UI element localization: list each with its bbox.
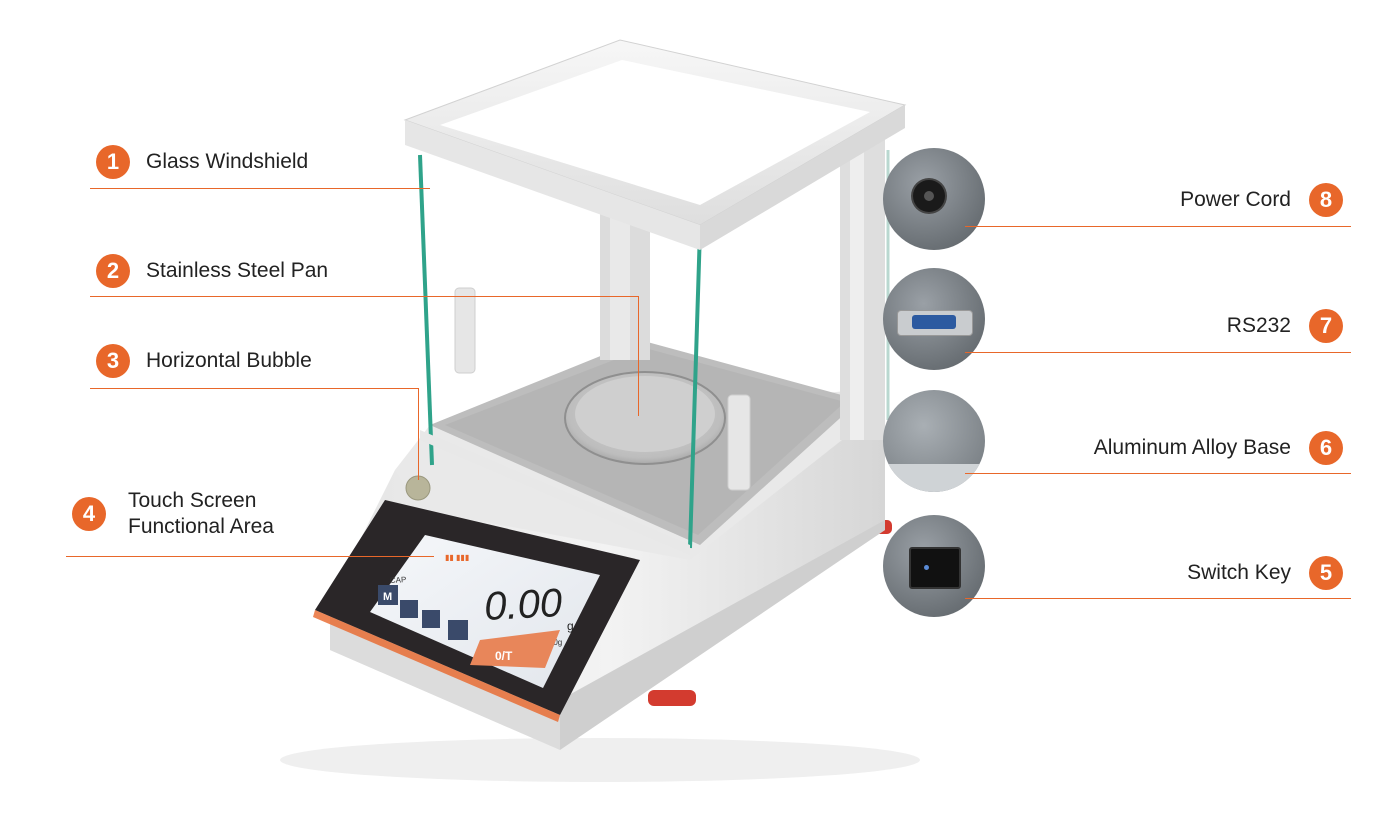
callout-label-line2: Functional Area (128, 515, 274, 539)
power-socket-icon (913, 180, 945, 212)
rocker-switch-icon (909, 547, 961, 589)
callout-label: Power Cord (1180, 187, 1291, 211)
callout-label: Stainless Steel Pan (146, 258, 329, 282)
callout-switch-key: Switch Key 5 (1187, 556, 1343, 590)
weight-reading: 0.00 (483, 581, 563, 629)
callout-number: 6 (1309, 431, 1343, 465)
foot (648, 690, 696, 706)
callout-rs232: RS232 7 (1227, 309, 1343, 343)
callout-label: Switch Key (1187, 560, 1291, 584)
callout-number: 3 (96, 344, 130, 378)
leader-line (90, 388, 418, 389)
leader-line (90, 188, 430, 189)
mode-key: M (383, 591, 392, 603)
leader-line (965, 352, 1351, 353)
callout-number: 4 (72, 497, 106, 532)
power-cord-thumbnail (883, 148, 985, 250)
db9-port-icon (897, 310, 973, 336)
aluminum-base-thumbnail (883, 390, 985, 492)
tare-key (470, 630, 560, 668)
callout-number: 5 (1309, 556, 1343, 590)
callout-glass-windshield: 1 Glass Windshield (96, 145, 308, 179)
cap-label: CAP (390, 575, 407, 585)
leader-line (965, 473, 1351, 474)
callout-label: Glass Windshield (146, 149, 309, 173)
svg-text:0/T: 0/T (495, 649, 513, 663)
callout-power-cord: Power Cord 8 (1180, 183, 1343, 217)
callout-horizontal-bubble: 3 Horizontal Bubble (96, 344, 312, 378)
leader-line (638, 296, 639, 416)
callout-aluminum-alloy-base: Aluminum Alloy Base 6 (1094, 431, 1343, 465)
callout-stainless-steel-pan: 2 Stainless Steel Pan (96, 254, 328, 288)
rs232-thumbnail (883, 268, 985, 370)
switch-key-thumbnail (883, 515, 985, 617)
callout-number: 1 (96, 145, 130, 179)
weight-unit: g (567, 619, 574, 633)
callout-label-line1: Touch Screen (128, 489, 257, 512)
leader-line (418, 388, 419, 480)
callout-number: 7 (1309, 309, 1343, 343)
leader-line (66, 556, 434, 557)
callout-label: Horizontal Bubble (146, 348, 312, 372)
callout-label: Aluminum Alloy Base (1093, 435, 1291, 459)
leader-line (90, 296, 638, 297)
leader-line (965, 598, 1351, 599)
callout-number: 8 (1309, 183, 1343, 217)
callout-touch-screen: 4 Touch Screen Functional Area (72, 488, 274, 541)
callout-label: RS232 (1226, 313, 1291, 337)
svg-text:▮▮ ▮▮▮: ▮▮ ▮▮▮ (445, 553, 469, 562)
leader-line (965, 226, 1351, 227)
callout-number: 2 (96, 254, 130, 288)
